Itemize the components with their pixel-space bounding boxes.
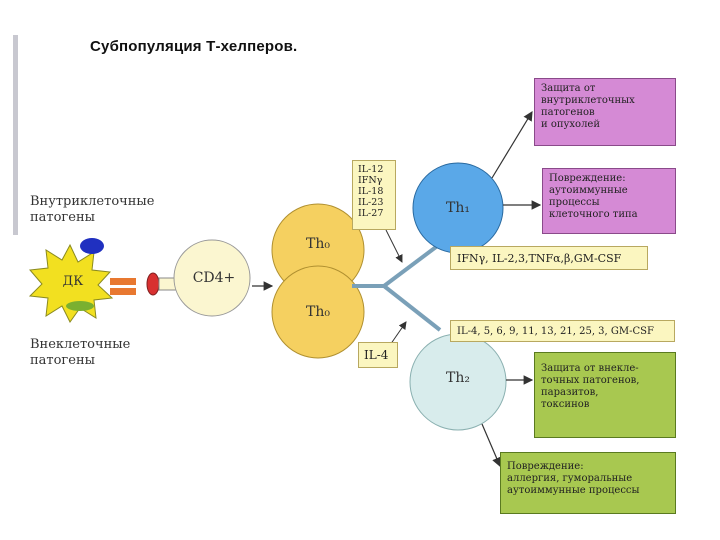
cytokine-il4: IL-4 <box>364 348 389 362</box>
cytokine-item: IL-23 <box>358 197 384 208</box>
dc-label: ДК <box>62 274 84 289</box>
cytokine-item: IL-12 <box>358 164 384 175</box>
extracellular-line-1: Внеклеточные <box>30 337 131 352</box>
th1-damage-box: Повреждение: аутоиммунные процессы клето… <box>542 168 676 234</box>
outcome-line: паразитов, <box>541 387 599 398</box>
mhc-orange-bar <box>110 278 136 285</box>
outcome-line: клеточного типа <box>549 209 638 220</box>
arrow-th2-to-damage <box>481 423 502 468</box>
th0-cell-bottom <box>271 265 365 359</box>
arrow-il12-to-branch <box>385 229 403 263</box>
cytokine-item: IL-18 <box>358 186 384 197</box>
outcome-line: Защита от <box>541 83 596 94</box>
cytokine-item: IFNγ <box>358 175 383 186</box>
th1-products-box: IFNγ, IL-2,3,TNFα,β,GM-CSF <box>450 246 648 270</box>
intracellular-line-1: Внутриклеточные <box>30 194 155 209</box>
cd4-cell <box>173 239 251 317</box>
outcome-line: Повреждение: <box>507 461 584 472</box>
intracellular-pathogens-label: Внутриклеточные патогены <box>30 194 154 226</box>
outcome-line: процессы <box>549 197 600 208</box>
th2-damage-box: Повреждение: аллергия, гуморальные аутои… <box>500 452 676 514</box>
branch-to-th2 <box>382 284 442 332</box>
th2-inducing-cytokine-box: IL-4 <box>358 342 398 368</box>
pathogen-green-blob <box>66 301 94 311</box>
arrow-th1-to-protection <box>491 110 533 179</box>
extracellular-pathogens-label: Внеклеточные патогены <box>30 337 130 369</box>
outcome-line: токсинов <box>541 399 590 410</box>
outcome-line: и опухолей <box>541 119 601 130</box>
pathogen-blue-blob <box>80 238 104 254</box>
mhc-orange-bar-2 <box>110 288 136 295</box>
tcr-red-receptor <box>146 272 160 296</box>
outcome-line: Повреждение: <box>549 173 626 184</box>
outcome-line: аутоиммунные <box>549 185 628 196</box>
th0-bottom-label: Th₀ <box>306 304 330 320</box>
branch-to-th1 <box>382 242 442 288</box>
th2-label: Th₂ <box>446 370 470 386</box>
th1-protection-box: Защита от внутриклеточных патогенов и оп… <box>534 78 676 146</box>
cytokine-item: IL-27 <box>358 208 384 219</box>
left-edge-strip <box>13 35 18 235</box>
extracellular-line-2: патогены <box>30 353 95 368</box>
outcome-line: патогенов <box>541 107 595 118</box>
intracellular-line-2: патогены <box>30 210 95 225</box>
th0-top-label: Th₀ <box>306 236 330 252</box>
page-title: Субпопуляция Т-хелперов. <box>90 38 298 55</box>
outcome-line: аутоиммунные процессы <box>507 485 640 496</box>
cd4-label: CD4+ <box>192 270 236 286</box>
th2-protection-box: Защита от внекле- точных патогенов, пара… <box>534 352 676 438</box>
dendritic-cell-star <box>28 243 114 323</box>
outcome-line: внутриклеточных <box>541 95 635 106</box>
outcome-line: аллергия, гуморальные <box>507 473 633 484</box>
th1-label: Th₁ <box>446 200 470 216</box>
th2-products-box: IL-4, 5, 6, 9, 11, 13, 21, 25, 3, GM-CSF <box>450 320 675 342</box>
outcome-line: Защита от внекле- <box>541 363 639 374</box>
outcome-line: точных патогенов, <box>541 375 640 386</box>
th1-inducing-cytokines-box: IL-12 IFNγ IL-18 IL-23 IL-27 <box>352 160 396 230</box>
